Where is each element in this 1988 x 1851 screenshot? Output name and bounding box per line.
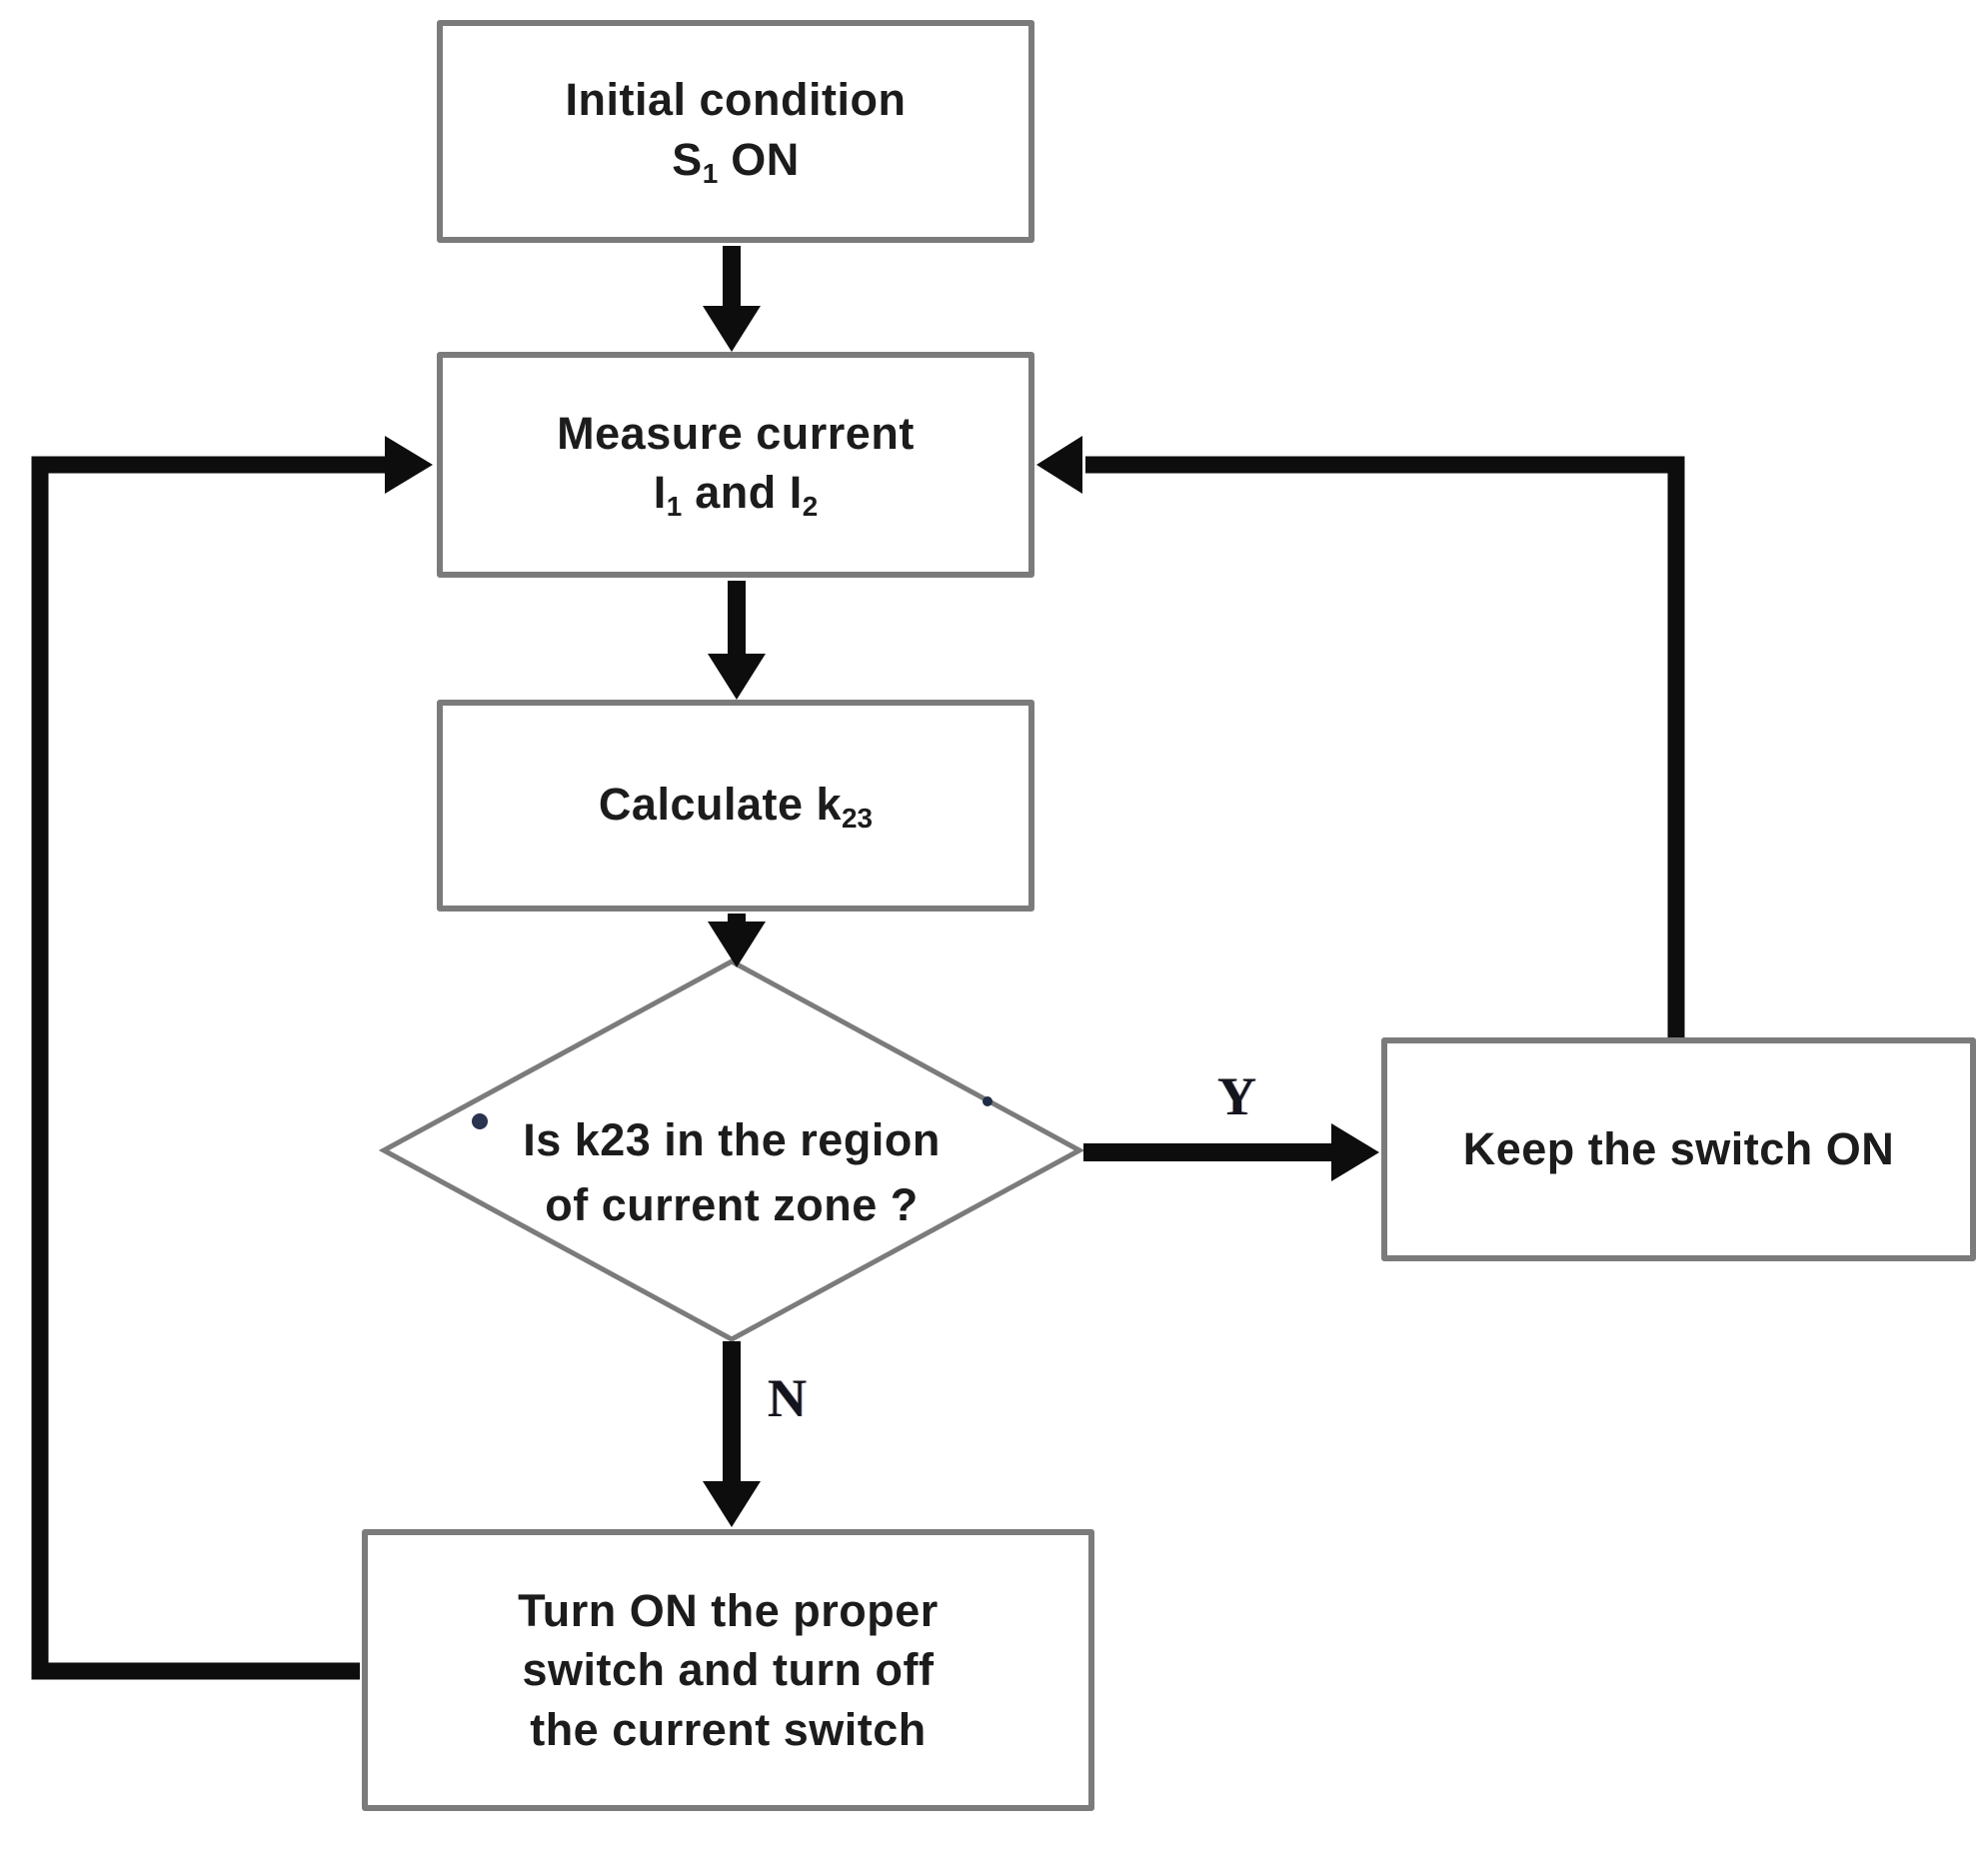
decision-line2: of current zone ? <box>545 1179 919 1231</box>
node-keep-line: Keep the switch ON <box>1462 1123 1895 1175</box>
node-turn-line3: the current switch <box>530 1703 927 1755</box>
subscript: 1 <box>702 157 719 189</box>
node-initial-line1: Initial condition <box>565 74 907 126</box>
branch-label-no: N <box>768 1368 807 1428</box>
node-initial-line2: S1 ON <box>672 133 800 189</box>
node-decision-label: Is k23 in the region of current zone ? <box>422 1107 1041 1238</box>
speck-artifact <box>983 1096 993 1106</box>
arrow-yes-decision-to-keep <box>1083 1123 1379 1181</box>
branch-label-yes: Y <box>1217 1066 1256 1126</box>
node-keep-switch-on: Keep the switch ON <box>1381 1037 1976 1261</box>
node-turn-on-proper-switch: Turn ON the proper switch and turn off t… <box>362 1529 1094 1811</box>
feedback-keep-to-measure <box>1036 436 1685 1037</box>
decision-line1: Is k23 in the region <box>523 1114 941 1165</box>
arrow-measure-to-calculate <box>708 581 766 700</box>
node-initial-condition: Initial condition S1 ON <box>437 20 1034 243</box>
node-turn-line1: Turn ON the proper <box>518 1584 939 1636</box>
node-measure-current: Measure current I1 and I2 <box>437 352 1034 578</box>
arrow-calculate-to-decision <box>708 914 766 967</box>
subscript: 23 <box>842 802 874 834</box>
arrow-initial-to-measure <box>703 246 761 352</box>
subscript: 2 <box>802 491 819 523</box>
node-calculate-k23: Calculate k23 <box>437 700 1034 912</box>
arrow-no-decision-to-turn <box>703 1341 761 1527</box>
node-calculate-line: Calculate k23 <box>598 778 874 834</box>
feedback-turn-to-measure <box>31 436 433 1680</box>
node-turn-line2: switch and turn off <box>522 1644 935 1696</box>
subscript: 1 <box>666 491 683 523</box>
node-measure-line2: I1 and I2 <box>653 467 819 523</box>
node-measure-line1: Measure current <box>557 407 915 459</box>
